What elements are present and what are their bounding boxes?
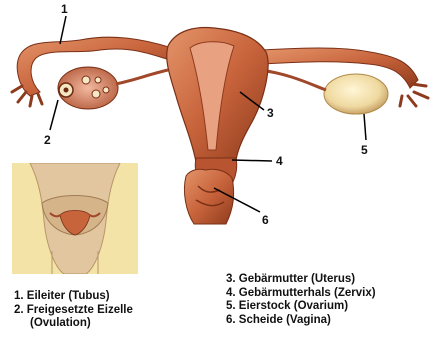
- legend-right: 3. Gebärmutter (Uterus) 4. Gebärmutterha…: [226, 273, 376, 327]
- follicle: [103, 87, 109, 93]
- vagina: [184, 169, 233, 224]
- callout-4: 4: [276, 154, 283, 168]
- right-fimbriae: [400, 84, 428, 106]
- callout-6: 6: [262, 213, 269, 227]
- legend-item-6: 6. Scheide (Vagina): [226, 314, 376, 328]
- follicle: [95, 77, 101, 83]
- body-inset: [12, 163, 138, 274]
- right-ovary: [324, 74, 388, 114]
- legend-item-1: 1. Eileiter (Tubus): [14, 290, 133, 304]
- leader-line-1: [60, 16, 66, 44]
- callout-2: 2: [44, 133, 51, 147]
- leader-line-2: [50, 100, 58, 130]
- leader-line-4: [232, 160, 272, 161]
- egg-cell: [64, 88, 69, 93]
- follicle: [92, 90, 100, 98]
- ovarian-ligament-left: [116, 70, 168, 84]
- legend-item-2-cont: (Ovulation): [14, 317, 133, 331]
- legend-item-4: 4. Gebärmutterhals (Zervix): [226, 287, 376, 301]
- callout-3: 3: [267, 106, 274, 120]
- ovarian-ligament-right: [260, 70, 326, 90]
- callout-5: 5: [361, 143, 368, 157]
- leader-line-5: [364, 114, 366, 140]
- pelvis-figure: [12, 163, 138, 274]
- legend-item-3: 3. Gebärmutter (Uterus): [226, 273, 376, 287]
- callout-1: 1: [61, 2, 68, 16]
- legend-left: 1. Eileiter (Tubus) 2. Freigesetzte Eize…: [14, 290, 133, 331]
- legend-item-5: 5. Eierstock (Ovarium): [226, 300, 376, 314]
- follicle: [82, 76, 90, 84]
- legend-item-2: 2. Freigesetzte Eizelle: [14, 304, 133, 318]
